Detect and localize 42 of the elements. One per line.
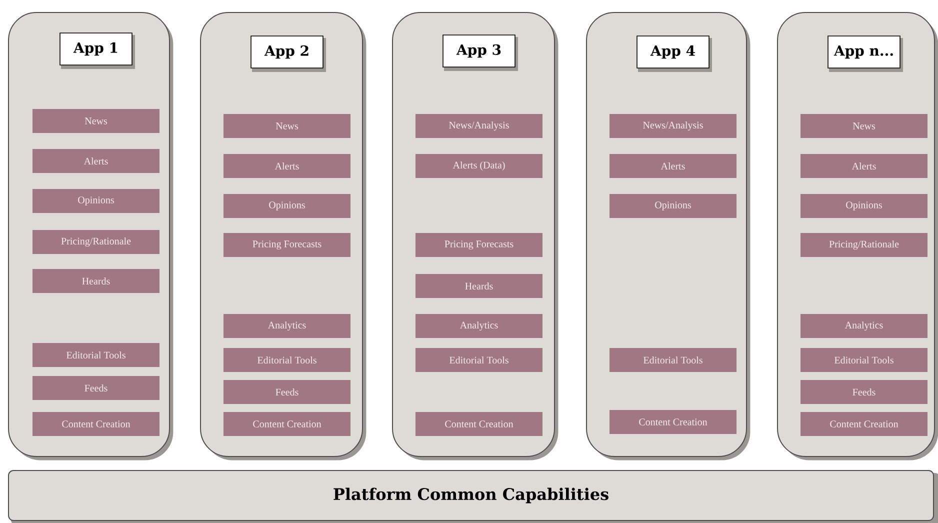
- capability-box: News/Analysis: [416, 114, 542, 138]
- capability-box: Analytics: [800, 314, 928, 338]
- capability-box: Content Creation: [610, 410, 736, 434]
- capability-box: Heards: [416, 274, 542, 298]
- capability-box: Opinions: [224, 194, 350, 218]
- capability-box: Alerts: [610, 154, 736, 178]
- capability-box: Editorial Tools: [800, 348, 928, 372]
- capability-box: Analytics: [416, 314, 542, 338]
- capability-box: Feeds: [32, 376, 160, 400]
- capability-box: News: [800, 114, 928, 138]
- app-title-box: App 4: [636, 36, 712, 72]
- capability-box: Pricing Forecasts: [224, 233, 350, 257]
- capability-box: Content Creation: [32, 412, 160, 436]
- capability-box: News: [32, 109, 160, 133]
- capability-box: Analytics: [224, 314, 350, 338]
- capability-box: Pricing Forecasts: [416, 233, 542, 257]
- capability-box: Editorial Tools: [416, 348, 542, 372]
- capability-box: Pricing/Rationale: [800, 233, 928, 257]
- capability-box: Alerts: [32, 149, 160, 173]
- capability-box: Feeds: [224, 380, 350, 404]
- capability-box: Editorial Tools: [224, 348, 350, 372]
- capability-box: Opinions: [800, 194, 928, 218]
- app-title-box: App 2: [250, 36, 326, 72]
- capability-box: Alerts (Data): [416, 154, 542, 178]
- capability-box: Feeds: [800, 380, 928, 404]
- app-title-box: App n...: [828, 36, 903, 72]
- capability-box: Content Creation: [224, 412, 350, 436]
- capability-box: Opinions: [610, 194, 736, 218]
- capability-box: Alerts: [800, 154, 928, 178]
- capability-box: News: [224, 114, 350, 138]
- app-title-box: App 1: [60, 32, 135, 69]
- app-title-box: App 3: [442, 34, 518, 71]
- capability-box: Content Creation: [416, 412, 542, 436]
- capability-box: Pricing/Rationale: [32, 230, 160, 254]
- capability-box: Editorial Tools: [610, 348, 736, 372]
- platform-bar: Platform Common Capabilities: [8, 470, 938, 523]
- capability-box: Opinions: [32, 189, 160, 213]
- capability-box: Heards: [32, 269, 160, 293]
- capability-box: Alerts: [224, 154, 350, 178]
- capability-box: News/Analysis: [610, 114, 736, 138]
- capability-box: Editorial Tools: [32, 343, 160, 367]
- capability-box: Content Creation: [800, 412, 928, 436]
